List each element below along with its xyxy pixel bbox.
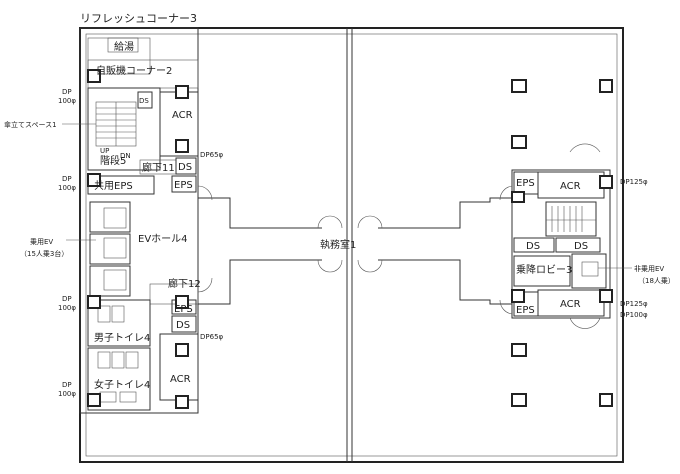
toilet-stalls <box>97 305 139 403</box>
freight-ev-car <box>581 261 599 277</box>
dp-label-125b: DP125φ <box>620 300 648 308</box>
dp-label-65b: DP65φ <box>200 333 224 341</box>
label-up: UP <box>100 147 109 155</box>
dp-label-100r: DP100φ <box>620 311 648 319</box>
label-office: 執務室1 <box>320 238 356 251</box>
toilet-f-room <box>87 347 151 411</box>
label-acr-l2: ACR <box>170 374 191 385</box>
label-eps-common: 共用EPS <box>94 180 133 192</box>
label-acr-r2: ACR <box>560 299 581 310</box>
label-toilet-f: 女子トイレ4 <box>94 378 150 391</box>
label-acr-l1: ACR <box>172 110 193 121</box>
corr12-room <box>149 283 199 305</box>
dp-label-3b: 100φ <box>58 304 76 312</box>
central-corridor <box>198 197 512 305</box>
label-toilet-m: 男子トイレ4 <box>94 332 150 344</box>
kyuto-box <box>107 37 139 53</box>
label-dn: DN <box>120 152 131 160</box>
left-core <box>79 27 199 414</box>
label-vending: 自販機コーナー2 <box>96 64 172 77</box>
ev-car-2 <box>103 237 127 259</box>
callout-umbrella: 傘立てスペース1 <box>4 120 57 129</box>
lobby-room <box>513 255 571 287</box>
label-kyuto: 給湯 <box>114 40 134 53</box>
right-core <box>511 169 611 319</box>
leader-lines <box>62 123 632 269</box>
ev-car-1 <box>103 207 127 229</box>
dp-label-4b: 100φ <box>58 390 76 398</box>
label-corr11: 廊下11 <box>142 161 175 174</box>
label-stair: 階段5 <box>100 154 126 167</box>
dp-label-65a: DP65φ <box>200 151 224 159</box>
ev-shaft-2 <box>89 233 131 265</box>
label-ds-l3: DS <box>139 97 149 105</box>
label-eps-l2: EPS <box>174 304 193 315</box>
callout-ev-passenger-sub: （15人乗3台） <box>20 249 68 258</box>
dp-label-125a: DP125φ <box>620 178 648 186</box>
toilet-m-room <box>87 299 151 347</box>
dp-label-2b: 100φ <box>58 184 76 192</box>
label-ds-r2: DS <box>574 241 588 252</box>
label-acr-r1: ACR <box>560 181 581 192</box>
door-swings <box>197 143 601 329</box>
label-eps-l1: EPS <box>174 180 193 191</box>
eps-l1-room <box>171 175 197 193</box>
ds-l-small <box>137 91 153 109</box>
label-corr12: 廊下12 <box>168 277 201 290</box>
ds-l1-room <box>175 157 197 175</box>
label-eps-r2: EPS <box>516 305 535 316</box>
label-ds-r1: DS <box>526 241 540 252</box>
ds-r1-room <box>513 237 555 253</box>
ev-shaft-1 <box>89 201 131 233</box>
stair-treads <box>96 102 136 146</box>
page-title: リフレッシュコーナー3 <box>80 12 197 25</box>
callout-ev-freight: 非乗用EV <box>634 264 664 273</box>
dp-label-1b: 100φ <box>58 97 76 105</box>
ds-r2-room <box>555 237 601 253</box>
dp-label-4: DP <box>62 381 72 389</box>
label-ds-l2: DS <box>176 320 190 331</box>
stair-r-treads <box>546 206 596 232</box>
label-lobby: 乗降ロビー3 <box>516 263 572 276</box>
dp-label-2: DP <box>62 175 72 183</box>
callout-ev-freight-sub: （18人乗） <box>638 276 675 285</box>
label-ev-hall: EVホール4 <box>138 233 188 245</box>
callout-ev-passenger: 乗用EV <box>30 237 53 246</box>
dp-label-3: DP <box>62 295 72 303</box>
ds-l2-room <box>171 315 197 333</box>
ev-car-3 <box>103 269 127 291</box>
structural-columns <box>87 69 613 409</box>
label-eps-r1: EPS <box>516 178 535 189</box>
stair-r <box>545 201 597 237</box>
freight-ev-shaft <box>571 253 607 289</box>
label-ds-l1: DS <box>178 162 192 173</box>
dp-label-1: DP <box>62 88 72 96</box>
ev-shaft-3 <box>89 265 131 297</box>
